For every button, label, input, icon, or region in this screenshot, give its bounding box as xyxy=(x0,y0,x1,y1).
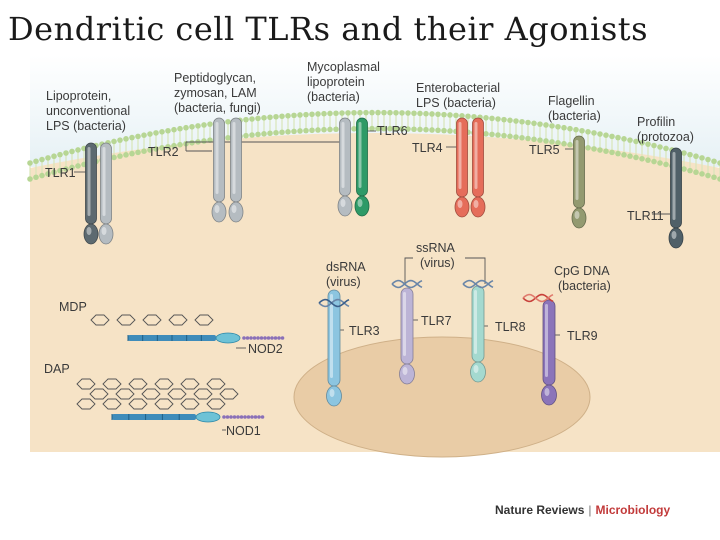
tlr3-receptor xyxy=(326,289,342,407)
mdp-molecule xyxy=(90,314,214,326)
nod2-protein xyxy=(127,332,285,344)
tlr2-receptor-c xyxy=(228,117,244,223)
tlr7-receptor xyxy=(399,287,415,385)
dap-molecule xyxy=(76,378,239,410)
label-tlr9: TLR9 xyxy=(567,329,598,343)
label-mdp: MDP xyxy=(59,300,87,314)
label-tlr11: TLR11 xyxy=(627,209,664,223)
label-tlr6: TLR6 xyxy=(377,124,408,138)
slide-title: Dendritic cell TLRs and their Agonists xyxy=(8,10,649,48)
tlr8-receptor xyxy=(470,285,486,383)
label-tlr3: TLR3 xyxy=(349,324,380,338)
label-tlr8: TLR8 xyxy=(495,320,526,334)
tlr2-receptor-a xyxy=(98,142,114,245)
receptor-layer xyxy=(83,117,684,407)
label-peptidoglycan: Peptidoglycan,zymosan, LAM(bacteria, fun… xyxy=(174,71,261,115)
tlr2-receptor-b xyxy=(211,117,227,223)
tlr11-receptor xyxy=(668,147,684,249)
nod1-protein xyxy=(111,411,265,423)
ssrna-ligand-a xyxy=(391,279,423,289)
dsrna-helix xyxy=(318,298,350,308)
label-tlr7: TLR7 xyxy=(421,314,452,328)
tlr4-receptor-b xyxy=(470,117,486,218)
tlr2-receptor-d xyxy=(337,117,353,217)
label-nod1: NOD1 xyxy=(226,424,261,438)
ligand-layer xyxy=(76,279,554,423)
label-dsrna: dsRNA(virus) xyxy=(326,260,366,289)
label-cpg-dna: CpG DNA(bacteria) xyxy=(554,264,611,293)
label-tlr4: TLR4 xyxy=(412,141,443,155)
label-ssrna: ssRNA(virus) xyxy=(416,241,456,270)
endosome xyxy=(293,336,591,458)
ssrna-ligand-b xyxy=(462,279,494,289)
label-tlr1: TLR1 xyxy=(45,166,76,180)
tlr6-receptor xyxy=(354,117,370,217)
journal-credit: Nature Reviews|Microbiology xyxy=(495,503,670,517)
label-profilin: Profilin(protozoa) xyxy=(637,115,694,144)
tlr9-receptor xyxy=(541,299,557,406)
cpg-dna-helix xyxy=(522,293,554,303)
label-leader-lines xyxy=(74,130,670,431)
label-tlr5: TLR5 xyxy=(529,143,560,157)
label-nod2: NOD2 xyxy=(248,342,283,356)
label-tlr2: TLR2 xyxy=(148,145,179,159)
tlr4-receptor-a xyxy=(454,117,470,218)
label-flagellin: Flagellin(bacteria) xyxy=(548,94,601,123)
tlr1-receptor xyxy=(83,142,99,245)
tlr5-receptor xyxy=(571,135,587,229)
label-dap: DAP xyxy=(44,362,70,376)
